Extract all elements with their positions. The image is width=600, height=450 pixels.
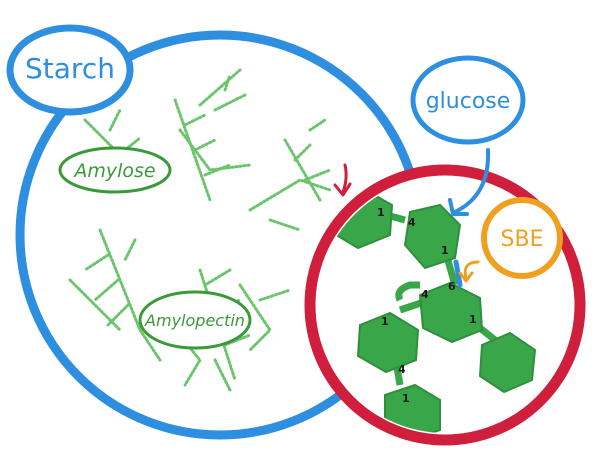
- glucose-hexagon: [418, 281, 484, 344]
- glucose-hexagon: [478, 331, 537, 394]
- bond-number: 1: [441, 244, 449, 257]
- bond-number: 4: [398, 363, 406, 376]
- new-branch-bond: [453, 259, 463, 288]
- amylopectin-label: Amylopectin: [144, 311, 245, 330]
- bond-number: 4: [408, 216, 416, 229]
- glucose-arrow: [453, 148, 491, 214]
- amylopectin-label-bubble: [138, 290, 252, 350]
- glucose-hexagon: [403, 203, 462, 270]
- bond-number: 1: [402, 392, 410, 405]
- glucose-arrow-head: [448, 198, 469, 216]
- amylose-label: Amylose: [72, 160, 155, 182]
- sbe-label-bubble: [481, 197, 563, 279]
- bond-number: 1: [469, 313, 477, 326]
- glucose-hexagon: [356, 311, 420, 374]
- bond-number: 1: [377, 206, 385, 219]
- sbe-label: SBE: [501, 227, 544, 252]
- bond-number: 6: [448, 280, 456, 293]
- sbe-arrow: [463, 260, 480, 280]
- amylose-label-bubble: [58, 146, 172, 194]
- glucose-label-bubble: [410, 55, 526, 145]
- bond-number: 4: [421, 288, 429, 301]
- bond-number: 1: [381, 315, 389, 328]
- zoom-arrow-head: [333, 182, 352, 197]
- sbe-arrow-head: [458, 271, 474, 283]
- zoom-arrow: [341, 163, 348, 194]
- starch-label-bubble: [6, 24, 134, 116]
- starch-label: Starch: [25, 52, 115, 85]
- glucose-label: glucose: [426, 89, 511, 114]
